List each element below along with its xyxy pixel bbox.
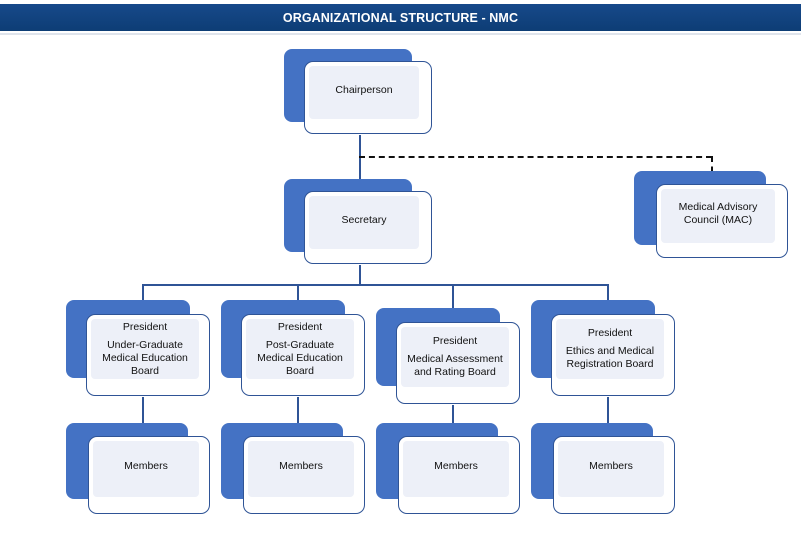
node-card: President Ethics and Medical Registratio… bbox=[551, 314, 675, 396]
node-medical-advisory-council[interactable]: Medical Advisory Council (MAC) bbox=[634, 171, 790, 259]
connector-dashed-chairperson-mac bbox=[359, 156, 712, 158]
node-board-under-graduate[interactable]: President Under-Graduate Medical Educati… bbox=[66, 300, 211, 397]
node-inner-panel: President Under-Graduate Medical Educati… bbox=[91, 319, 199, 379]
node-board-post-graduate[interactable]: President Post-Graduate Medical Educatio… bbox=[221, 300, 366, 397]
node-card: President Medical Assessment and Rating … bbox=[396, 322, 520, 404]
node-card: President Post-Graduate Medical Educatio… bbox=[241, 314, 365, 396]
node-card: Medical Advisory Council (MAC) bbox=[656, 184, 788, 258]
node-label-role: President bbox=[587, 327, 633, 339]
node-members-medical-assessment-rating[interactable]: Members bbox=[376, 423, 521, 515]
node-card: Members bbox=[88, 436, 210, 514]
node-label-role: Members bbox=[434, 460, 478, 472]
node-label-role: Members bbox=[589, 460, 633, 472]
node-card: Secretary bbox=[304, 191, 432, 264]
node-inner-panel: Chairperson bbox=[309, 66, 419, 119]
connector-board-mar-to-members bbox=[452, 405, 454, 423]
connector-bus-to-board-mar bbox=[452, 284, 454, 308]
node-label-unit: Post-Graduate Medical Education Board bbox=[257, 338, 343, 377]
node-inner-panel: Members bbox=[93, 441, 199, 497]
node-label-role: President bbox=[277, 320, 323, 333]
title-divider bbox=[0, 33, 801, 35]
connector-bus-to-board-emr bbox=[607, 284, 609, 300]
chart-canvas: Chairperson Secretary Medical Advisory C… bbox=[0, 35, 801, 534]
node-label-role: Members bbox=[124, 460, 168, 472]
node-inner-panel: President Medical Assessment and Rating … bbox=[401, 327, 509, 387]
connector-board-emr-to-members bbox=[607, 397, 609, 423]
node-inner-panel: Members bbox=[403, 441, 509, 497]
node-card: Chairperson bbox=[304, 61, 432, 134]
node-label-role: Secretary bbox=[341, 213, 387, 226]
node-members-post-graduate[interactable]: Members bbox=[221, 423, 366, 515]
node-chairperson[interactable]: Chairperson bbox=[284, 49, 434, 135]
node-board-medical-assessment-rating[interactable]: President Medical Assessment and Rating … bbox=[376, 308, 521, 405]
node-label-role: Medical Advisory Council (MAC) bbox=[678, 200, 758, 226]
node-card: President Under-Graduate Medical Educati… bbox=[86, 314, 210, 396]
node-label-role: Members bbox=[279, 460, 323, 472]
node-inner-panel: President Ethics and Medical Registratio… bbox=[556, 319, 664, 379]
connector-secretary-down bbox=[359, 265, 361, 285]
title-bar: ORGANIZATIONAL STRUCTURE - NMC bbox=[0, 4, 801, 31]
node-label-role: President bbox=[432, 335, 478, 347]
node-inner-panel: Members bbox=[248, 441, 354, 497]
node-inner-panel: Medical Advisory Council (MAC) bbox=[661, 189, 775, 243]
node-inner-panel: Secretary bbox=[309, 196, 419, 249]
node-card: Members bbox=[398, 436, 520, 514]
node-label-unit: Ethics and Medical Registration Board bbox=[565, 345, 655, 370]
node-label-unit: Under-Graduate Medical Education Board bbox=[102, 338, 188, 377]
connector-bus-to-board-pg bbox=[297, 284, 299, 300]
connector-board-pg-to-members bbox=[297, 397, 299, 423]
node-members-ethics-medical-registration[interactable]: Members bbox=[531, 423, 676, 515]
node-board-ethics-medical-registration[interactable]: President Ethics and Medical Registratio… bbox=[531, 300, 676, 397]
node-inner-panel: Members bbox=[558, 441, 664, 497]
node-secretary[interactable]: Secretary bbox=[284, 179, 434, 265]
connector-bus-boards bbox=[142, 284, 608, 286]
connector-board-ug-to-members bbox=[142, 397, 144, 423]
connector-bus-to-board-ug bbox=[142, 284, 144, 300]
node-card: Members bbox=[243, 436, 365, 514]
node-card: Members bbox=[553, 436, 675, 514]
node-members-under-graduate[interactable]: Members bbox=[66, 423, 211, 515]
node-label-unit: Medical Assessment and Rating Board bbox=[407, 353, 503, 378]
page-title: ORGANIZATIONAL STRUCTURE - NMC bbox=[282, 10, 519, 25]
node-label-role: President bbox=[122, 320, 168, 333]
node-inner-panel: President Post-Graduate Medical Educatio… bbox=[246, 319, 354, 379]
node-label-role: Chairperson bbox=[335, 83, 393, 96]
connector-dashed-mac-down bbox=[711, 156, 713, 183]
